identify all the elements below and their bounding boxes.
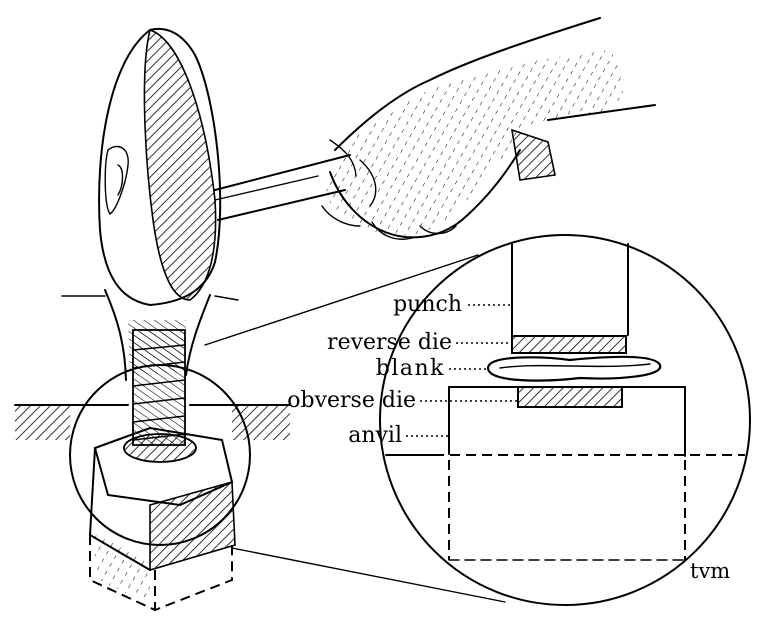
punch-body [511, 243, 629, 336]
zoom-connector-lines [204, 254, 506, 603]
reverse-die-shape [511, 335, 627, 354]
artist-signature: tvm [690, 559, 730, 583]
obverse-die-shape [517, 386, 623, 408]
magnified-detail: punch reverse die blank obverse die anvi… [287, 234, 751, 606]
label-punch: punch [393, 292, 462, 317]
anvil-shape [448, 386, 686, 457]
label-blank: blank [376, 356, 445, 381]
hand-illustration [321, 17, 656, 240]
label-anvil: anvil [348, 423, 402, 448]
label-reverse-die: reverse die [327, 330, 452, 355]
anvil-detail-circle [14, 364, 291, 612]
label-obverse-die: obverse die [287, 388, 416, 413]
punch-stem-small [132, 329, 186, 446]
blank-shape [486, 355, 662, 382]
